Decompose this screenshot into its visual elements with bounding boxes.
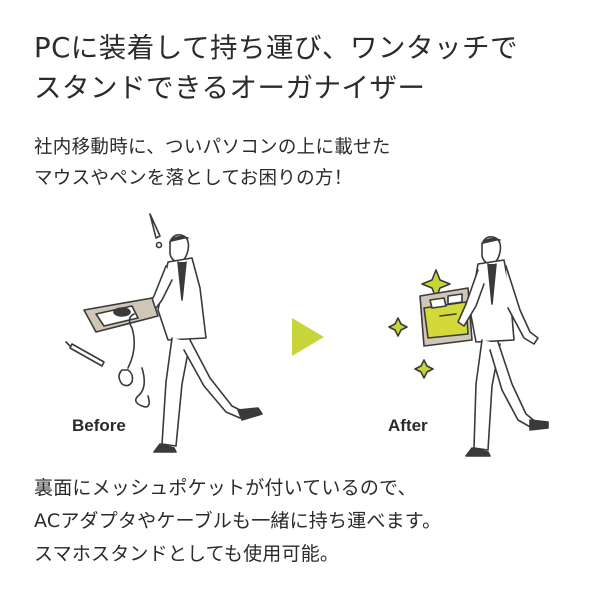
before-figure <box>65 213 263 453</box>
description-text: 裏面にメッシュポケットが付いているので、 ACアダプタやケーブルも一緒に持ち運べ… <box>34 472 584 571</box>
after-label: After <box>388 416 428 435</box>
before-after-illustration: Before After <box>0 200 600 465</box>
subheadline-line-2: マウスやペンを落としてお困りの方！ <box>34 168 353 189</box>
subheadline-line-1: 社内移動時に、ついパソコンの上に載せた <box>34 137 391 158</box>
play-triangle-icon <box>292 318 324 356</box>
before-label: Before <box>72 416 126 435</box>
headline: PCに装着して持ち運び、ワンタッチで スタンドできるオーガナイザー <box>34 28 574 108</box>
description-line-2: ACアダプタやケーブルも一緒に持ち運べます。 <box>34 510 442 532</box>
headline-line-1: PCに装着して持ち運び、ワンタッチで <box>34 32 518 64</box>
illustration-canvas <box>65 213 549 457</box>
description-line-3: スマホスタンドとしても使用可能。 <box>34 543 340 565</box>
exclamation-icon <box>149 213 163 249</box>
after-figure <box>388 236 549 457</box>
subheadline: 社内移動時に、ついパソコンの上に載せた マウスやペンを落としてお困りの方！ <box>34 132 574 194</box>
headline-line-2: スタンドできるオーガナイザー <box>34 72 426 104</box>
description-line-1: 裏面にメッシュポケットが付いているので、 <box>34 477 417 499</box>
